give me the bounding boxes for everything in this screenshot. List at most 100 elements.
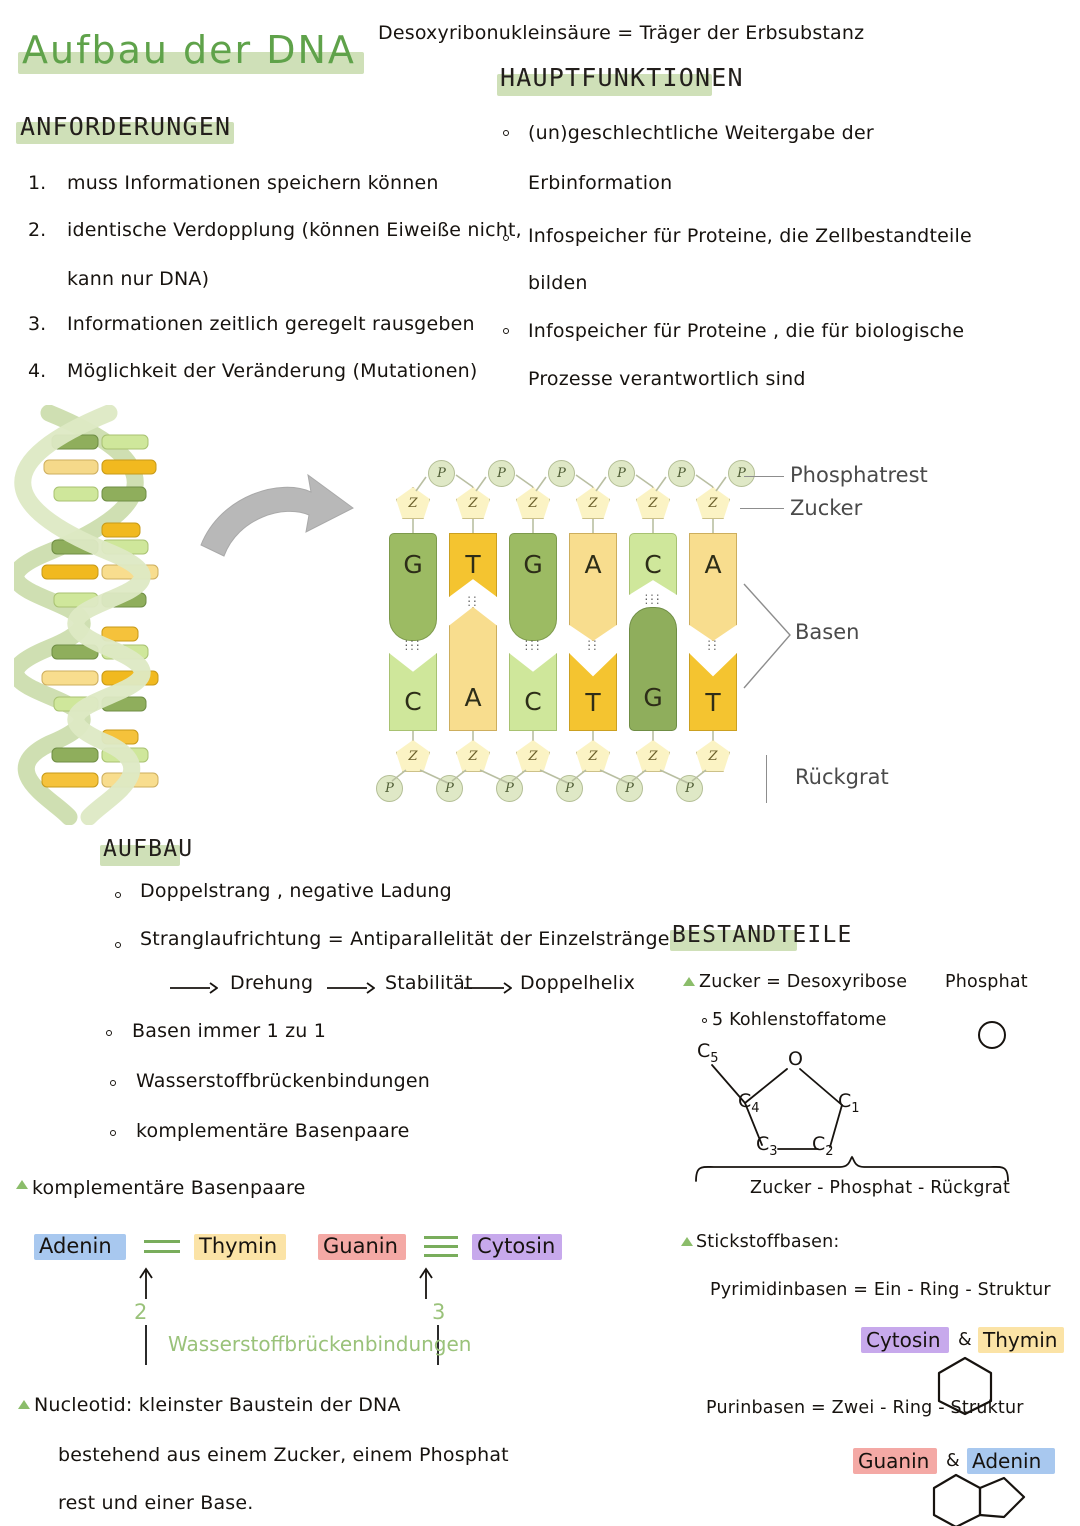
- ring-atom-C2: C2: [812, 1133, 834, 1159]
- func-text-3b: Prozesse verantwortlich sind: [528, 368, 806, 390]
- req-num-1: 1.: [28, 172, 47, 194]
- aufbau-text-5: komplementäre Basenpaare: [136, 1120, 410, 1142]
- dna-double-helix-illustration: [7, 404, 224, 826]
- aufbau-text-4: Wasserstoffbrückenbindungen: [136, 1070, 430, 1092]
- thymin-label-pyrimidin: Thymin: [983, 1328, 1058, 1352]
- subtitle: Desoxyribonukleinsäure = Träger der Erbs…: [378, 22, 865, 44]
- marker-nucleotid-icon: [18, 1400, 30, 1409]
- adenin-mark-purin: [967, 1448, 1055, 1474]
- stickstoffbasen-label: Stickstoffbasen:: [696, 1232, 840, 1252]
- aufbau-bullet-2: [115, 942, 121, 948]
- phosphate-bottom-1: P: [376, 775, 403, 802]
- base-bottom-6: T: [689, 653, 737, 731]
- bestandteile-phosphat-label: Phosphat: [945, 972, 1028, 992]
- base-top-4: A: [569, 533, 617, 641]
- req-text-2b: kann nur DNA): [67, 268, 210, 290]
- aufbau-text-2: Stranglaufrichtung = Antiparallelität de…: [140, 928, 670, 950]
- bond-count-1: 2: [134, 1300, 148, 1324]
- ring-atom-C5: C5: [697, 1040, 719, 1066]
- label-phosphatrest: Phosphatrest: [790, 463, 928, 487]
- base-bottom-1: C: [389, 653, 437, 731]
- bond-stem-1: [145, 1325, 147, 1365]
- nucleotide-ladder-diagram: P P P P P P Z Z Z Z Z Z: [376, 455, 798, 815]
- hauptfunktionen-heading: HAUPTFUNKTIONEN: [500, 63, 744, 92]
- cytosin-label: Cytosin: [477, 1234, 556, 1258]
- amp-purin: &: [946, 1451, 960, 1471]
- aufbau-text-3: Basen immer 1 zu 1: [132, 1020, 327, 1042]
- hbond-2: ::::: [467, 592, 479, 609]
- basenpaare-heading: komplementäre Basenpaare: [32, 1177, 306, 1199]
- base-bottom-2: A: [449, 607, 497, 731]
- bond-line-g3: [424, 1254, 458, 1257]
- guanin-mark: [318, 1234, 406, 1260]
- aufbau-text-1: Doppelstrang , negative Ladung: [140, 880, 452, 902]
- label-rueckgrat: Rückgrat: [795, 765, 889, 789]
- phosphate-top-4: P: [608, 460, 635, 487]
- base-bottom-3: C: [509, 653, 557, 731]
- bond-line-g1: [424, 1236, 458, 1239]
- hbond-3: ::::::: [524, 636, 542, 653]
- bond-line-a1: [144, 1240, 180, 1243]
- phosphat-circle-icon: [978, 1021, 1006, 1049]
- bestandteile-highlight: [670, 930, 797, 951]
- guanin-label-purin: Guanin: [858, 1449, 930, 1473]
- aufbau-bullet-5: [110, 1130, 116, 1136]
- phosphate-top-2: P: [488, 460, 515, 487]
- thymin-mark: [194, 1234, 286, 1260]
- base-bottom-5: G: [629, 607, 677, 731]
- pyrimidin-line: Pyrimidinbasen = Ein - Ring - Struktur: [710, 1280, 1051, 1300]
- hbond-6: ::::: [707, 636, 719, 653]
- func-bullet-3: [503, 328, 509, 334]
- func-bullet-1: [503, 130, 509, 136]
- nucleotid-line-2: bestehend aus einem Zucker, einem Phosph…: [58, 1444, 509, 1466]
- label-basen: Basen: [795, 620, 860, 644]
- ring-atom-C1: C1: [838, 1090, 860, 1116]
- marker-stickstoffbasen-icon: [681, 1237, 693, 1246]
- amp-pyrimidin: &: [958, 1330, 972, 1350]
- func-text-2b: bilden: [528, 272, 588, 294]
- req-num-3: 3.: [28, 313, 47, 335]
- bond-count-2: 3: [432, 1300, 446, 1324]
- hauptfunktionen-highlight: [497, 74, 712, 96]
- cytosin-label-pyrimidin: Cytosin: [866, 1328, 941, 1352]
- aufbau-heading: AUFBAU: [103, 836, 194, 862]
- bond-count-arrow-1-icon: [132, 1266, 160, 1304]
- zucker-phosphat-brace: [692, 1155, 1012, 1189]
- bond-line-a2: [144, 1250, 180, 1253]
- hbond-4: ::::: [587, 636, 599, 653]
- aufbau-bullet-3: [106, 1030, 112, 1036]
- adenin-label-purin: Adenin: [972, 1449, 1042, 1473]
- cytosin-mark: [472, 1234, 562, 1260]
- marker-basenpaare-icon: [16, 1180, 28, 1189]
- cytosin-mark-pyrimidin: [861, 1327, 949, 1353]
- guanin-mark-purin: [853, 1448, 937, 1474]
- func-text-3: Infospeicher für Proteine , die für biol…: [528, 320, 965, 342]
- aufbau-chain-3: Doppelhelix: [520, 972, 636, 994]
- req-num-4: 4.: [28, 360, 47, 382]
- req-text-2: identische Verdopplung (können Eiweiße n…: [67, 219, 522, 241]
- marker-zucker-icon: [683, 977, 695, 986]
- phosphate-bottom-6: P: [676, 775, 703, 802]
- hbond-1: ::::::: [404, 636, 422, 653]
- bond-count-arrow-2-icon: [412, 1266, 440, 1304]
- label-zucker: Zucker: [790, 496, 863, 520]
- func-text-2: Infospeicher für Proteine, die Zellbesta…: [528, 225, 972, 247]
- title-highlight: [18, 52, 364, 74]
- arrow-chain-2-icon: [325, 980, 376, 1000]
- phosphate-top-1: P: [428, 460, 455, 487]
- func-text-1b: Erbinformation: [528, 172, 673, 194]
- leader-basen-bracket: [742, 582, 802, 696]
- anforderungen-heading: ANFORDERUNGEN: [20, 112, 232, 141]
- adenin-label: Adenin: [39, 1234, 112, 1258]
- req-text-3: Informationen zeitlich geregelt rausgebe…: [67, 313, 475, 335]
- arrow-chain-1-icon: [168, 980, 219, 1000]
- nucleotid-line-1: Nucleotid: kleinster Baustein der DNA: [34, 1394, 401, 1416]
- wasserstoffbrueckenbindungen-label: Wasserstoffbrückenbindungen: [168, 1332, 472, 1356]
- bestandteile-heading: BESTANDTEILE: [672, 922, 853, 948]
- thymin-label: Thymin: [199, 1234, 278, 1258]
- func-bullet-2: [503, 235, 509, 241]
- desoxyribose-ring-diagram: [690, 1035, 890, 1160]
- aufbau-highlight: [100, 845, 180, 866]
- leader-zucker: [740, 508, 784, 510]
